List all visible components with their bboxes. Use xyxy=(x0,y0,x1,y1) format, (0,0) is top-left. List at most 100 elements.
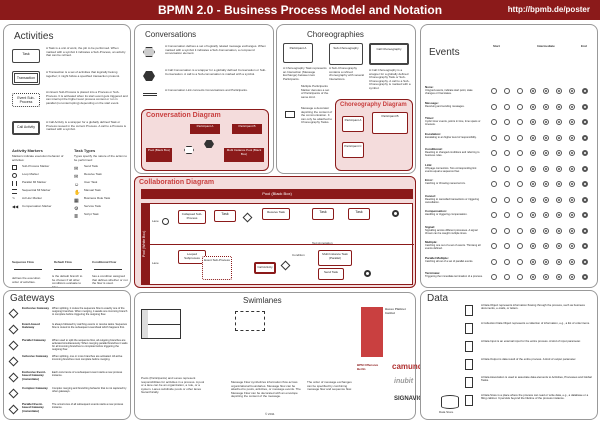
event-symbol-icon xyxy=(530,165,536,172)
event-symbol-icon xyxy=(530,227,536,234)
event-symbol-icon xyxy=(543,150,549,156)
event-row: Multiple:Catching one out of a set of ev… xyxy=(425,240,595,255)
event-symbol-icon xyxy=(556,103,562,110)
events-group-intermediate: Intermediate xyxy=(537,44,555,48)
type-6: Script Task xyxy=(84,212,99,216)
event-symbol-icon xyxy=(556,119,562,125)
event-symbol-icon xyxy=(556,243,562,249)
poster-url[interactable]: http://bpmb.de/poster xyxy=(507,5,590,14)
conv-participant-b: Participant B xyxy=(232,124,262,134)
collab-message-end-event xyxy=(364,270,371,277)
event-symbol-icon xyxy=(582,150,588,156)
event-symbol-icon xyxy=(582,181,588,187)
event-symbol-icon xyxy=(491,212,497,218)
event-symbol-icon xyxy=(517,196,523,203)
event-symbol-icon xyxy=(582,227,588,234)
events-title: Events xyxy=(429,47,460,58)
user-icon: ☺ xyxy=(74,182,80,188)
collab-parallel-gateway-icon xyxy=(280,260,291,271)
event-row: Parallel Multiple:Catching all out of a … xyxy=(425,256,595,271)
types-title: Task Types xyxy=(74,148,96,153)
event-symbol-icon xyxy=(556,88,562,94)
event-symbol-icon xyxy=(556,212,562,218)
swimlane-pool-icon xyxy=(141,309,181,339)
collaboration-diagram: Collaboration Diagram Pool (Black Box) P… xyxy=(134,176,416,288)
event-row-desc: Catching one out of a set of events. Thr… xyxy=(425,244,481,250)
event-row-desc: Reacting to changed conditions and refer… xyxy=(425,151,480,157)
event-symbol-icon xyxy=(582,196,588,203)
conversation-desc: A Conversation defines a set of logicall… xyxy=(165,44,266,56)
event-symbol-icon xyxy=(556,165,562,172)
choreography-diagram: Choreography Diagram Participant A Parti… xyxy=(335,99,413,171)
subprocess-marker-icon xyxy=(12,165,17,170)
gateway-desc: Is always followed by catching events or… xyxy=(52,323,128,329)
call-activity-desc: A Call Activity is a wrapper for a globa… xyxy=(46,120,127,132)
sub-choreo-shape: Sub-Choreography xyxy=(329,43,363,65)
choreographies-panel: Choreographies Participant A A Choreogra… xyxy=(276,24,416,174)
event-symbol-icon xyxy=(504,181,510,187)
collab-pool-whitebox: Pool (White Box) Lane Lane Collapsed Sub… xyxy=(141,203,414,285)
logo-bpm-offensive xyxy=(361,307,383,357)
activities-title: Activities xyxy=(14,31,54,42)
events-panel: Events Start Intermediate End None:Untyp… xyxy=(420,24,598,288)
collab-call-activity: Call Activity xyxy=(254,262,276,274)
event-symbol-icon xyxy=(517,119,523,125)
sequential-mi-marker-icon xyxy=(12,189,17,194)
task-desc: A Task is a unit of work, the job to be … xyxy=(46,46,126,58)
collab-task-1: Task xyxy=(214,210,236,222)
event-symbol-icon xyxy=(543,165,549,172)
conditional-flow-arrow-icon xyxy=(94,269,122,270)
event-symbol-icon xyxy=(569,196,575,203)
event-symbol-icon xyxy=(517,274,523,280)
loop-marker-icon xyxy=(12,173,17,178)
marker-1: Loop Marker xyxy=(22,172,39,176)
event-symbol-icon xyxy=(582,119,588,125)
collab-pool-whitebox-label: Pool (White Box) xyxy=(142,204,150,284)
choreo-diag-task-2: Participant B xyxy=(372,112,408,134)
event-symbol-icon xyxy=(530,196,536,203)
swimlanes-title: Swimlanes xyxy=(243,296,282,305)
event-row-label: Error: xyxy=(425,178,434,182)
gateway-diamond-icon xyxy=(8,308,19,319)
data-object-icon xyxy=(465,377,473,388)
markers-title: Activity Markers xyxy=(12,148,43,153)
event-symbol-icon xyxy=(556,227,562,234)
conv-mi-pool: Multi Instance Pool (Black Box) xyxy=(224,148,264,162)
event-symbol-icon xyxy=(569,119,575,125)
event-symbol-icon xyxy=(582,165,588,172)
event-symbol-icon xyxy=(569,181,575,187)
swimlane-desc: Pools (Participants) and Lanes represent… xyxy=(141,376,205,395)
event-row: Signal:Signalling across different proce… xyxy=(425,225,595,240)
marker-icons: ~ ◀◀ xyxy=(12,165,18,211)
event-symbol-icon xyxy=(582,274,588,280)
marker-2: Parallel MI Marker xyxy=(22,180,47,184)
conversation-link-icon xyxy=(143,93,157,96)
event-symbol-icon xyxy=(582,103,588,110)
header-bar: BPMN 2.0 - Business Process Model and No… xyxy=(0,0,600,20)
event-symbol-icon xyxy=(543,196,549,203)
data-row: A Data Object represents information flo… xyxy=(425,303,595,320)
event-row-desc: Untyped events, indicate start point, st… xyxy=(425,89,473,95)
event-subprocess-desc: An Event Sub-Process is placed into a Pr… xyxy=(46,90,128,105)
event-symbol-icon xyxy=(556,258,562,265)
event-symbol-icon xyxy=(530,150,536,156)
event-symbol-icon xyxy=(491,88,497,94)
data-store-label: Data Store xyxy=(439,410,454,414)
transaction-desc: A Transaction is a set of activities tha… xyxy=(46,70,120,78)
conversation-hexagon-icon xyxy=(143,47,155,57)
collab-start-event xyxy=(162,218,169,225)
event-symbol-icon xyxy=(582,258,588,265)
collab-task-2: Task xyxy=(312,208,334,220)
event-symbol-icon xyxy=(517,134,523,141)
data-row: A Data Output is data result of the enti… xyxy=(425,357,595,374)
event-symbol-icon xyxy=(543,103,549,110)
marker-0: Sub-Process Marker xyxy=(22,164,50,168)
activities-panel: Activities Task A Task is a unit of work… xyxy=(3,24,131,288)
data-desc: A Data Input is an external input for th… xyxy=(481,339,581,343)
event-row: Message:Receiving and sending messages. xyxy=(425,101,595,116)
collab-event-gateway-icon xyxy=(242,212,253,223)
event-symbol-icon xyxy=(543,274,549,280)
